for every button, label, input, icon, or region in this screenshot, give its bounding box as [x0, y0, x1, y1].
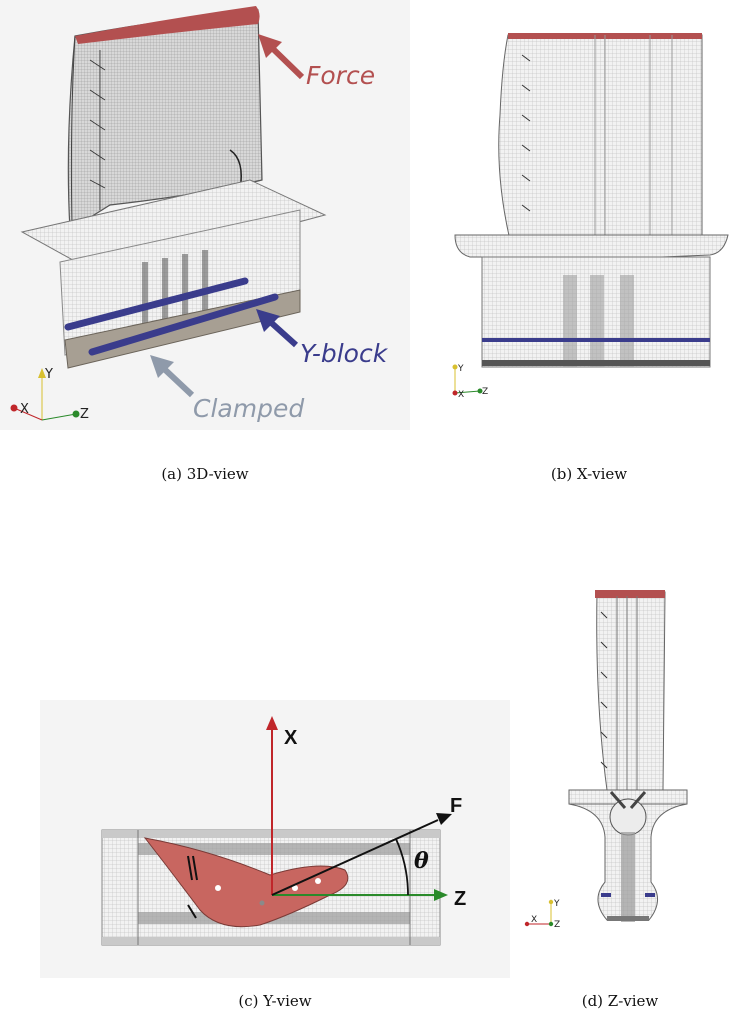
f-vector-label: F [450, 795, 462, 817]
clamped-arrow [150, 355, 195, 398]
blade-airfoil [596, 591, 666, 791]
theta-arc [395, 838, 409, 896]
force-arrow [258, 34, 305, 80]
blade-airfoil [498, 34, 703, 241]
triad-z-label: Z [482, 387, 488, 397]
yblock-arrow [256, 309, 299, 348]
x-axis-label: X [284, 727, 298, 749]
clamped-base [607, 916, 649, 921]
z-axis-arrow [272, 889, 448, 901]
caption-b: (b) X-view [550, 465, 628, 483]
triad-x-label: X [531, 915, 537, 925]
force-label: Force [306, 61, 375, 90]
x-axis-arrow [266, 716, 278, 895]
y-view-figure: X Z F θ [40, 700, 510, 978]
panel-x-view: Y Z X [440, 25, 738, 405]
caption-c: (c) Y-view [238, 992, 312, 1010]
panel-3d-view: Force Y-block Clamped Y Z X [0, 0, 410, 430]
clamped-label: Clamped [193, 394, 304, 423]
triad-y-label: Y [553, 899, 560, 909]
axis-triad: Y Z X [10, 367, 89, 422]
theta-label: θ [414, 848, 429, 874]
triad-y-label: Y [457, 364, 464, 374]
blade-platform [454, 234, 729, 258]
3d-view-figure: Force Y-block Clamped Y Z X [0, 0, 410, 430]
triad-x-label: X [20, 402, 29, 417]
panel-z-view: Y X Z [515, 582, 695, 952]
yblock-bar-lower [88, 293, 279, 356]
caption-a: (a) 3D-view [161, 465, 249, 483]
yblock-label: Y-block [300, 339, 389, 368]
axis-triad: Y Z X [452, 364, 488, 400]
force-surface [75, 6, 260, 44]
axis-triad: Y X Z [524, 899, 560, 930]
f-vector-arrow [271, 813, 452, 896]
x-view-figure: Y Z X [452, 33, 729, 400]
panel-y-view: X Z F θ [40, 700, 510, 978]
triad-z-label: Z [80, 407, 89, 422]
z-view-figure: Y X Z [524, 590, 688, 930]
z-axis-label: Z [454, 888, 466, 910]
yblock-bar-upper [64, 277, 249, 331]
caption-d: (d) Z-view [581, 992, 659, 1010]
clamped-base [482, 360, 710, 366]
force-surface [595, 590, 665, 598]
triad-z-label: Z [554, 920, 560, 930]
triad-y-label: Y [44, 367, 53, 382]
triad-x-label: X [458, 390, 464, 400]
